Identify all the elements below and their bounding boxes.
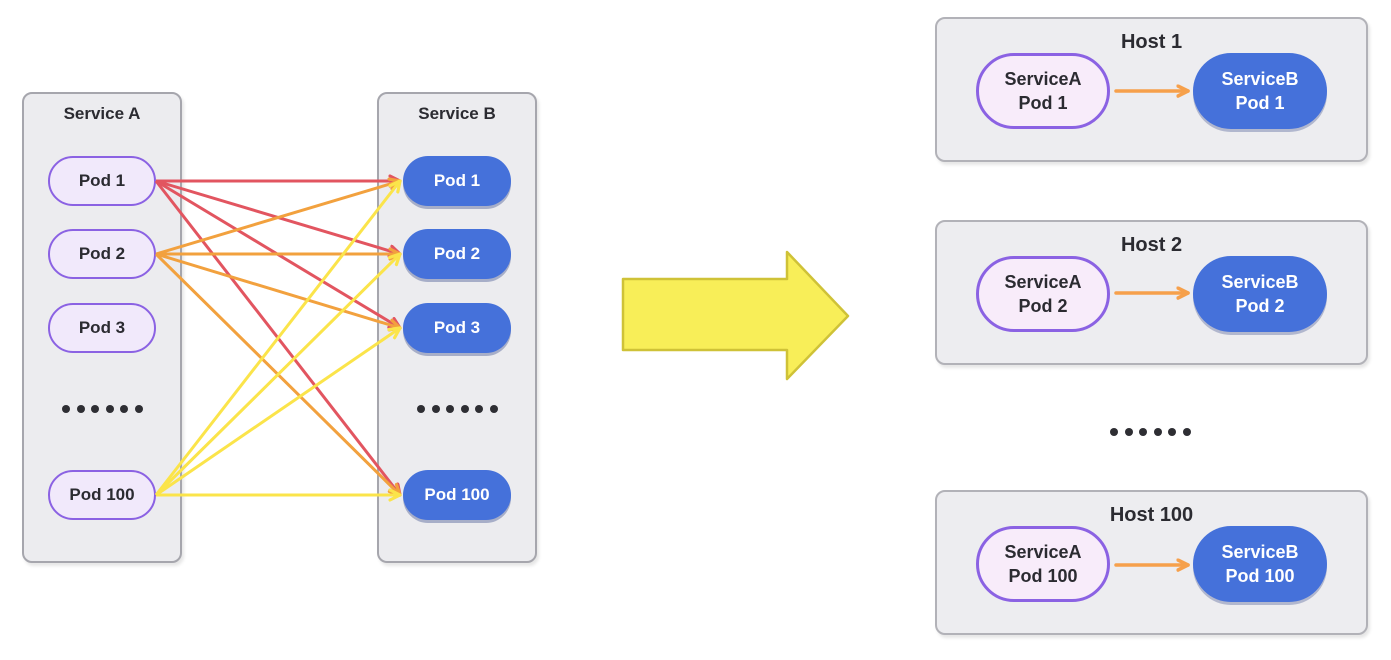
ellipsis-dots-icon xyxy=(62,405,143,413)
host-2-service-b-line1: ServiceB xyxy=(1221,272,1299,292)
connection-arrow xyxy=(155,179,400,328)
service-a-pod-1: Pod 1 xyxy=(48,156,156,206)
service-a-title: Service A xyxy=(63,104,141,123)
host-100-service-b-line1: ServiceB xyxy=(1221,542,1299,562)
ellipsis-dots-icon xyxy=(417,405,498,413)
host-2-service-b-line2: Pod 2 xyxy=(1235,296,1285,316)
host-100-service-b-line2: Pod 100 xyxy=(1225,566,1295,586)
service-b-title: Service B xyxy=(418,104,496,123)
service-a-pod-100: Pod 100 xyxy=(48,470,156,520)
service-a-pod-2-label: Pod 2 xyxy=(78,244,126,263)
host-2-service-b-pod: ServiceB Pod 2 xyxy=(1193,256,1327,332)
service-b-pod-100-label: Pod 100 xyxy=(424,485,490,504)
host-1-box: Host 1 ServiceA Pod 1 ServiceB Pod 1 xyxy=(935,17,1368,162)
transform-right-arrow-icon xyxy=(621,250,850,381)
host-100-title: Host 100 xyxy=(1109,504,1194,526)
ellipsis-dots-icon xyxy=(1110,428,1191,436)
host-2-title: Host 2 xyxy=(1120,234,1183,256)
host-2-service-a-line1: ServiceA xyxy=(1004,272,1082,292)
host-100-service-a-line2: Pod 100 xyxy=(1008,566,1078,586)
connection-arrow xyxy=(155,179,400,254)
host-2-service-a-line2: Pod 2 xyxy=(1018,296,1068,316)
host-1-service-a-line1: ServiceA xyxy=(1004,69,1082,89)
service-a-pod-1-label: Pod 1 xyxy=(78,171,126,190)
host-100-service-a-pod: ServiceA Pod 100 xyxy=(976,526,1110,602)
host-1-service-b-line1: ServiceB xyxy=(1221,69,1299,89)
service-a-pod-3-label: Pod 3 xyxy=(78,318,126,337)
connection-arrow xyxy=(155,252,400,328)
host-2-box: Host 2 ServiceA Pod 2 ServiceB Pod 2 xyxy=(935,220,1368,365)
service-b-pod-3-label: Pod 3 xyxy=(433,318,481,337)
service-a-pod-2: Pod 2 xyxy=(48,229,156,279)
service-b-pod-1-label: Pod 1 xyxy=(433,171,481,190)
host-100-service-b-pod: ServiceB Pod 100 xyxy=(1193,526,1327,602)
service-b-pod-2-label: Pod 2 xyxy=(433,244,481,263)
connection-arrow xyxy=(155,328,400,497)
service-b-pod-2: Pod 2 xyxy=(403,229,511,279)
host-2-service-a-pod: ServiceA Pod 2 xyxy=(976,256,1110,332)
host-1-service-b-pod: ServiceB Pod 1 xyxy=(1193,53,1327,129)
connection-arrow xyxy=(154,181,400,496)
service-a-pod-100-label: Pod 100 xyxy=(69,485,135,504)
host-1-service-a-pod: ServiceA Pod 1 xyxy=(976,53,1110,129)
service-a-pod-3: Pod 3 xyxy=(48,303,156,353)
service-b-pod-100: Pod 100 xyxy=(403,470,511,520)
host-100-service-a-line1: ServiceA xyxy=(1004,542,1082,562)
service-b-pod-1: Pod 1 xyxy=(403,156,511,206)
connection-arrow xyxy=(154,254,400,497)
connection-arrow xyxy=(154,252,400,495)
service-b-pod-3: Pod 3 xyxy=(403,303,511,353)
connection-arrow xyxy=(154,180,400,495)
host-1-service-b-line2: Pod 1 xyxy=(1235,93,1285,113)
host-1-title: Host 1 xyxy=(1120,31,1183,53)
host-1-service-a-line2: Pod 1 xyxy=(1018,93,1068,113)
host-100-box: Host 100 ServiceA Pod 100 ServiceB Pod 1… xyxy=(935,490,1368,635)
pod-connection-arrows xyxy=(154,179,400,497)
connection-arrow xyxy=(155,181,400,256)
